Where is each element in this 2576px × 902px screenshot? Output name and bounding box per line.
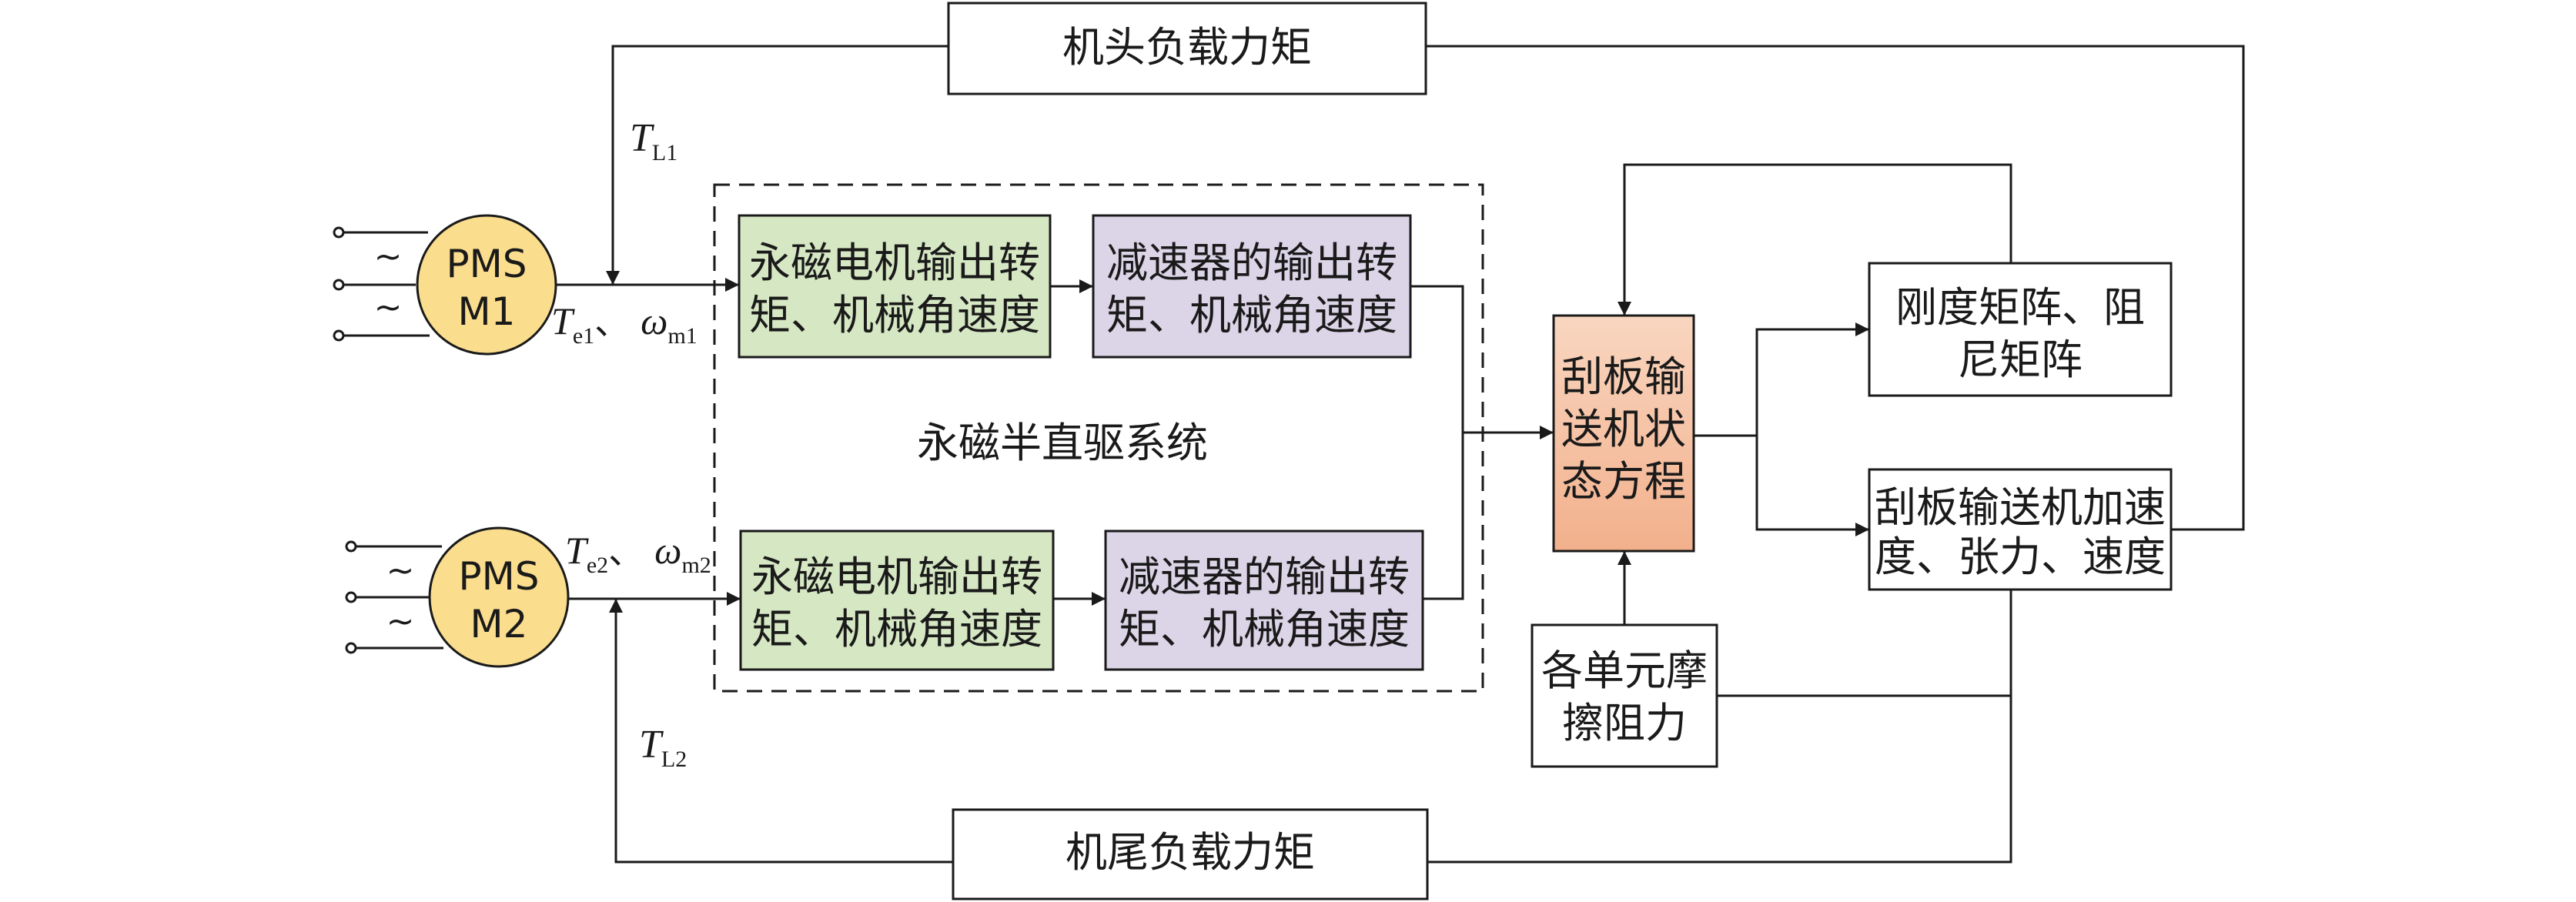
acceleration-line1: 刮板输送机加速: [1875, 483, 2166, 532]
ac-symbol: ~: [386, 602, 415, 641]
to-acceleration-arrow: [1755, 436, 1869, 536]
ac-symbol: ~: [386, 551, 415, 590]
motor-1: ~ ~ PMS M1: [333, 214, 557, 356]
motor-2-circle: [428, 526, 570, 668]
stiffness-line1: 刚度矩阵、阻: [1895, 283, 2145, 332]
head-load-torque-feedback: [606, 45, 948, 285]
terminal-dot: [333, 279, 345, 291]
motor-2: ~ ~ PMS M2: [345, 526, 570, 668]
terminal-dot: [345, 591, 357, 603]
reducer-output-block-1: [1092, 214, 1412, 359]
motor-1-signal-label: Te1、ωm1: [551, 299, 698, 349]
motor-2-label-line2: M2: [470, 602, 528, 646]
state-equation-line2: 送机状: [1561, 405, 1686, 453]
motor-2-label-line1: PMS: [458, 554, 539, 599]
reducer-output-2-line2: 矩、机械角速度: [1119, 605, 1410, 653]
motor-2-signal-label: Te2、ωm2: [565, 529, 711, 578]
ac-symbol: ~: [374, 288, 403, 327]
reducer-output-block-2: [1104, 530, 1424, 671]
tail-load-torque-feedback: [609, 599, 953, 864]
motor-output-block-1: [738, 214, 1052, 359]
to-stiffness-arrow: [1755, 322, 1869, 436]
acceleration-tension-speed-block: [1868, 468, 2173, 591]
direct-drive-system-boundary: [713, 183, 1484, 693]
system-label: 永磁半直驱系统: [917, 419, 1208, 467]
terminal-dot: [333, 329, 345, 342]
reducer-output-1-line2: 矩、机械角速度: [1106, 291, 1397, 339]
motor-output-1-line2: 矩、机械角速度: [749, 291, 1040, 339]
motor-output-1-line1: 永磁电机输出转: [749, 239, 1040, 287]
tail-load-torque-label: 机尾负载力矩: [1066, 828, 1315, 877]
motor-output-block-2: [739, 530, 1055, 671]
tl2-label: TL2: [639, 723, 687, 772]
motor-1-label-line2: M1: [458, 289, 516, 334]
head-load-torque-label: 机头负载力矩: [1062, 23, 1312, 72]
terminal-dot: [333, 226, 345, 239]
tl1-label: TL1: [630, 116, 677, 165]
stiffness-feedback-arrow: [1618, 163, 2012, 316]
friction-line2: 擦阻力: [1562, 699, 1687, 747]
state-equation-line1: 刮板输: [1561, 352, 1686, 401]
acceleration-line2: 度、张力、速度: [1875, 533, 2166, 581]
ac-symbol: ~: [374, 237, 403, 276]
reducer-output-1-line1: 减速器的输出转: [1106, 239, 1397, 287]
acceleration-to-tail-load: [1427, 590, 2012, 864]
reducer-2-output-line: [1423, 433, 1464, 600]
head-load-torque-box: [947, 2, 1427, 95]
reducer-output-2-line1: 减速器的输出转: [1119, 553, 1410, 601]
tail-load-torque-box: [952, 808, 1429, 900]
motor-output-2-line1: 永磁电机输出转: [751, 553, 1042, 601]
acceleration-to-head-load: [1426, 45, 2245, 531]
terminal-dot: [345, 642, 357, 654]
terminal-dot: [345, 540, 357, 553]
stiffness-line2: 尼矩阵: [1958, 336, 2083, 384]
motor-1-label-line1: PMS: [446, 242, 527, 286]
motor-output-2-line2: 矩、机械角速度: [751, 605, 1042, 653]
state-equation-line3: 态方程: [1561, 457, 1686, 506]
state-equation-block: [1552, 314, 1695, 553]
friction-line1: 各单元摩: [1541, 646, 1708, 695]
reducer-1-output-line: [1410, 285, 1464, 433]
